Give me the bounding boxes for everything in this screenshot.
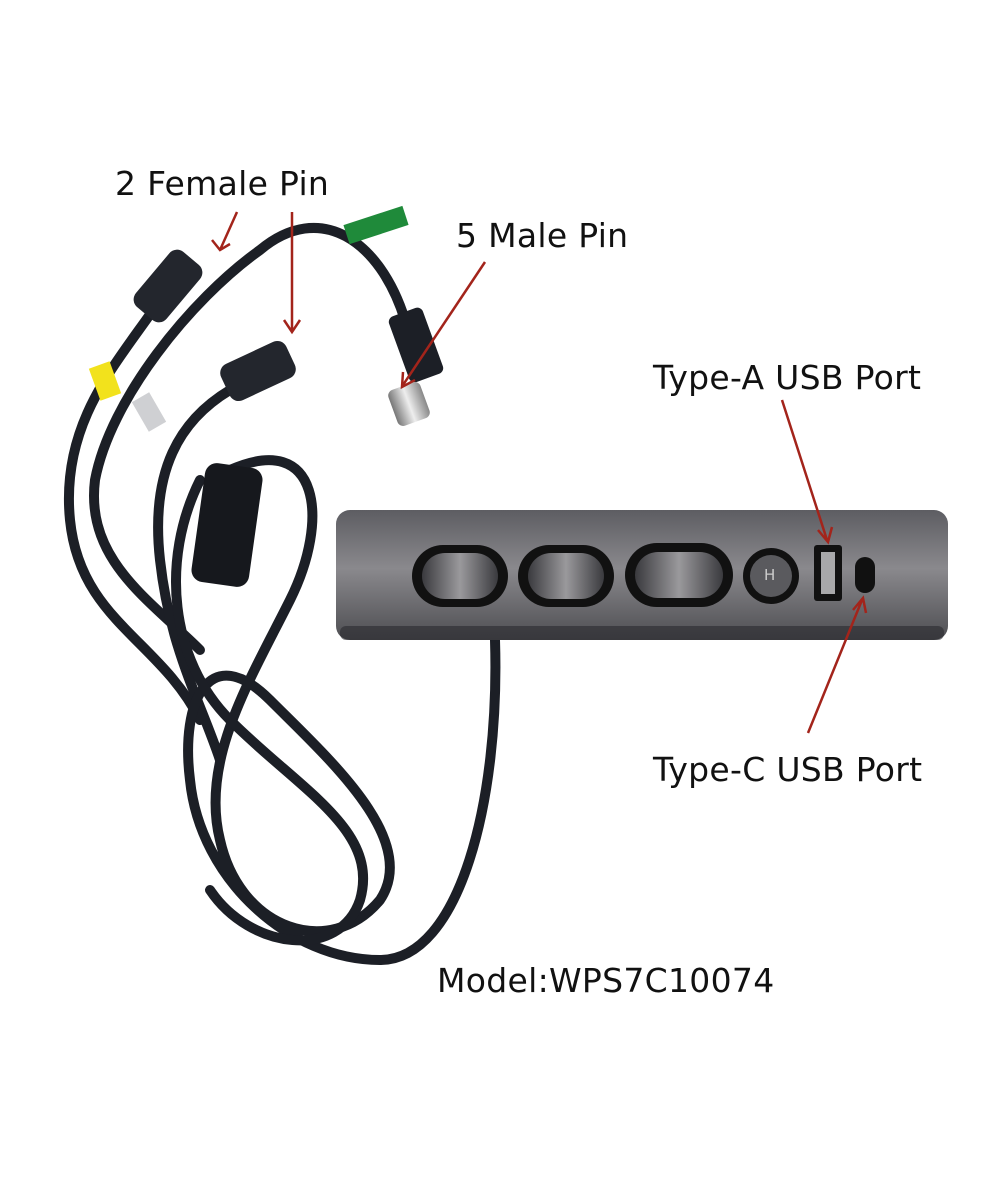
label-type-c-port: Type-C USB Port [653, 750, 923, 789]
ferrite-core [191, 463, 263, 587]
yellow-tag [88, 361, 122, 401]
home-button[interactable] [743, 548, 799, 604]
male-connector-body [388, 307, 444, 383]
cable-bundle [63, 222, 501, 966]
home-button-label: H [764, 566, 776, 584]
label-type-a-port: Type-A USB Port [653, 358, 922, 397]
usb-c-port[interactable] [855, 557, 875, 593]
label-male-pin: 5 Male Pin [456, 216, 629, 255]
male-connector-tip [388, 382, 430, 426]
label-female-pin: 2 Female Pin [115, 164, 330, 203]
female-connector-2 [220, 340, 296, 402]
white-tag [131, 392, 167, 432]
label-model: Model:WPS7C10074 [437, 961, 775, 1000]
female-connector-1 [133, 249, 203, 323]
annotation-arrows [211, 211, 868, 734]
rocker-button-2[interactable] [518, 545, 614, 607]
rocker-button-3[interactable] [625, 543, 733, 607]
green-tag [343, 205, 409, 245]
rocker-button-1[interactable] [412, 545, 508, 607]
